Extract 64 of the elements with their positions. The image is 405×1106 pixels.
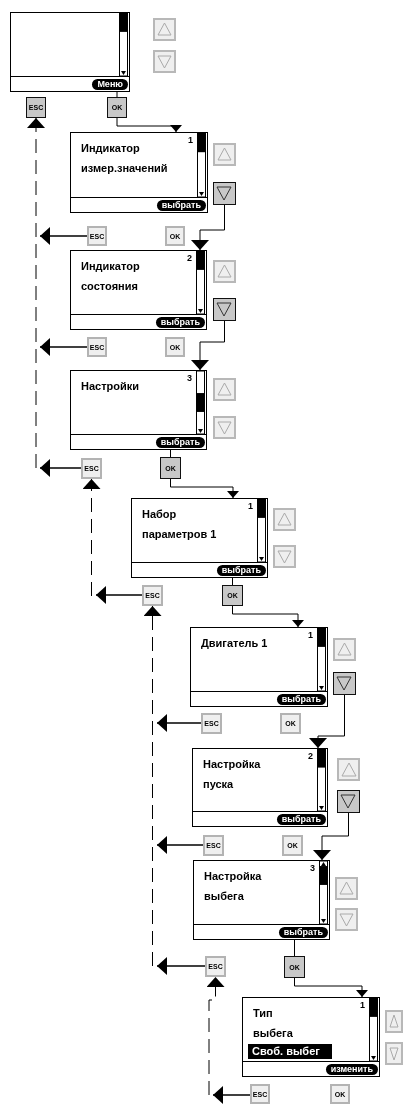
display-screen [242,997,380,1077]
selected-value: Своб. выбег [248,1044,332,1059]
page-number: 1 [248,501,253,511]
softkey-label: выбрать [276,814,326,825]
menu-title: Набор параметров 1 [142,507,218,542]
connector-line [232,577,233,586]
page-number: 3 [310,863,315,873]
page-number: 2 [308,751,313,761]
arrow [313,812,349,861]
connector-line [170,449,171,458]
softkey-label: Меню [92,79,128,90]
page-number: 1 [360,1000,365,1010]
softkey-label: выбрать [278,927,328,938]
display-screen [70,250,207,330]
arrow [294,977,368,998]
menu-title: Индикатор состояния [81,259,141,294]
display-screen [193,860,330,940]
connector-line [294,939,295,957]
menu-title: Индикатор измер.значений [81,141,169,176]
display-screen [190,627,328,707]
arrow [116,117,182,133]
arrow [39,338,88,356]
display-screen [10,12,130,92]
dashed-return-arrow [82,478,101,597]
arrow [191,320,225,371]
up-arrow-key [337,758,360,781]
arrow [170,478,239,499]
connector-line [116,91,118,98]
arrow [191,204,225,251]
arrow [156,714,202,732]
softkey-label: выбрать [155,437,205,448]
display-screen [192,748,328,827]
arrow [232,605,304,628]
arrow [212,1086,251,1104]
display-screen [70,132,208,213]
softkey-label: выбрать [155,317,205,328]
arrow [39,227,88,245]
arrow [39,459,82,477]
page-number: 1 [308,630,313,640]
arrow [95,586,143,604]
page-number: 3 [187,373,192,383]
page-number: 2 [187,253,192,263]
menu-title: Тип выбега [253,1006,294,1041]
menu-title: Двигатель 1 [201,636,269,651]
down-arrow-key [333,672,356,695]
dashed-return-arrow [143,605,162,967]
arrow [309,694,345,749]
down-arrow-key [337,790,360,813]
menu-title: Настройка выбега [204,869,263,904]
softkey-label: выбрать [216,565,266,576]
page-number: 1 [188,135,193,145]
softkey-label: выбрать [276,694,326,705]
menu-title: Настройки [81,379,141,394]
arrow [156,836,204,854]
softkey-label: изменить [325,1064,378,1075]
dashed-return-arrow [206,976,225,1096]
down-arrow-key [213,182,236,205]
display-screen [70,370,207,450]
down-arrow-key [213,298,236,321]
display-screen [131,498,268,578]
dashed-return-arrow [27,117,45,469]
softkey-label: выбрать [156,200,206,211]
menu-title: Настройка пуска [203,757,262,792]
arrow [156,957,206,975]
